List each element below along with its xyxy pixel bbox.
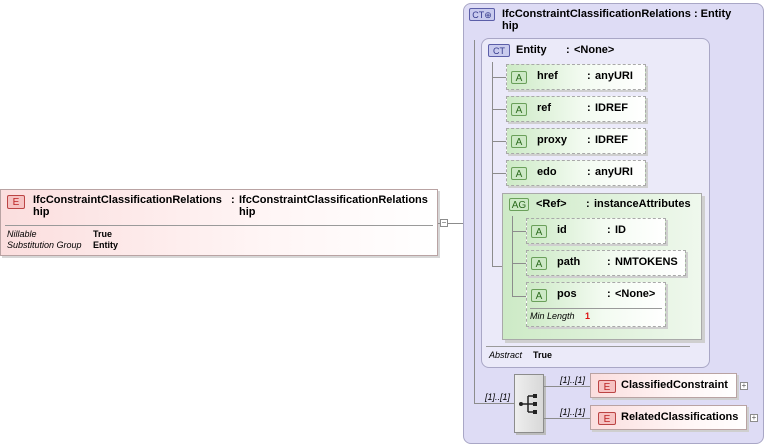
sequence-child-branch-2 bbox=[544, 418, 590, 419]
attribute-icon: A bbox=[511, 71, 527, 84]
child-cardinality: [1]..[1] bbox=[560, 375, 586, 385]
element-name: ClassifiedConstraint bbox=[621, 379, 728, 391]
nillable-label: Nillable bbox=[7, 229, 37, 239]
substitution-group-label: Substitution Group bbox=[7, 240, 82, 250]
substitution-group-value: Entity bbox=[93, 240, 119, 250]
attribute-id[interactable]: A id : ID bbox=[526, 218, 666, 244]
attributes-trunk-line bbox=[492, 62, 493, 266]
attribute-name: edo bbox=[537, 166, 557, 178]
entity-name: Entity bbox=[516, 44, 547, 56]
expand-expander-icon[interactable]: + bbox=[750, 413, 758, 422]
attribute-type: NMTOKENS bbox=[615, 256, 678, 268]
attribute-icon: A bbox=[511, 167, 527, 180]
element-divider bbox=[5, 225, 433, 226]
ag-trunk-line bbox=[512, 216, 513, 296]
attribute-icon: A bbox=[511, 135, 527, 148]
attribute-group-name: <Ref> bbox=[536, 198, 567, 210]
attribute-group-icon: AG bbox=[509, 198, 529, 211]
attribute-type: anyURI bbox=[595, 166, 633, 178]
abstract-label: Abstract bbox=[489, 350, 523, 360]
element-icon: E bbox=[7, 195, 25, 209]
sequence-branch bbox=[474, 403, 514, 404]
attribute-name: ref bbox=[537, 102, 552, 114]
element-icon: E bbox=[598, 380, 616, 393]
attribute-name: href bbox=[537, 70, 558, 82]
attribute-name: proxy bbox=[537, 134, 567, 146]
attribute-ref[interactable]: A ref : IDREF bbox=[506, 96, 646, 122]
id-branch bbox=[512, 231, 526, 232]
attribute-name: path bbox=[557, 256, 581, 268]
element-name: RelatedClassifications bbox=[621, 411, 739, 423]
abstract-value: True bbox=[533, 350, 553, 360]
entity-divider bbox=[486, 346, 690, 347]
ref-branch bbox=[492, 109, 506, 110]
element-related-classifications[interactable]: E RelatedClassifications bbox=[590, 405, 747, 430]
entity-complex-type-icon: CT bbox=[488, 44, 510, 57]
attribute-type: ID bbox=[615, 224, 626, 236]
attribute-type: anyURI bbox=[595, 70, 633, 82]
nillable-value: True bbox=[93, 229, 113, 239]
sequence-child-branch-1 bbox=[544, 386, 590, 387]
attribute-path[interactable]: A path : NMTOKENS bbox=[526, 250, 686, 276]
element-type: IfcConstraintClassificationRelations hip bbox=[239, 194, 428, 218]
attribute-icon: A bbox=[531, 225, 547, 238]
attribute-proxy[interactable]: A proxy : IDREF bbox=[506, 128, 646, 154]
element-icon: E bbox=[598, 412, 616, 425]
attribute-group-type: instanceAttributes bbox=[594, 198, 691, 210]
outer-trunk-line bbox=[474, 40, 475, 404]
element-box[interactable]: E IfcConstraintClassificationRelations h… bbox=[0, 189, 438, 256]
attribute-edo[interactable]: A edo : anyURI bbox=[506, 160, 646, 186]
sequence-compositor[interactable] bbox=[514, 374, 544, 433]
connector-line bbox=[438, 223, 475, 224]
proxy-branch bbox=[492, 141, 506, 142]
attribute-separator: : bbox=[607, 288, 611, 300]
attribute-separator: : bbox=[587, 134, 591, 146]
sequence-cardinality: [1]..[1] bbox=[485, 392, 511, 402]
complex-type-icon: CT⊕ bbox=[469, 8, 495, 21]
attribute-icon: A bbox=[531, 257, 547, 270]
child-cardinality: [1]..[1] bbox=[560, 407, 586, 417]
attribute-type: IDREF bbox=[595, 102, 628, 114]
expand-expander-icon[interactable]: + bbox=[740, 381, 748, 390]
attribute-separator: : bbox=[607, 224, 611, 236]
attribute-icon: A bbox=[511, 103, 527, 116]
entity-type: <None> bbox=[574, 44, 615, 56]
element-separator: : bbox=[231, 194, 235, 206]
element-name: IfcConstraintClassificationRelations hip bbox=[33, 194, 222, 218]
min-length-value: 1 bbox=[585, 311, 591, 321]
attribute-separator: : bbox=[607, 256, 611, 268]
href-branch bbox=[492, 77, 506, 78]
element-classified-constraint[interactable]: E ClassifiedConstraint bbox=[590, 373, 737, 398]
sequence-icon bbox=[519, 394, 537, 414]
attribute-name: id bbox=[557, 224, 567, 236]
attribute-separator: : bbox=[587, 102, 591, 114]
attribute-icon: A bbox=[531, 289, 547, 302]
attribute-pos[interactable]: A pos : <None> Min Length 1 bbox=[526, 282, 666, 327]
ag-branch bbox=[492, 266, 502, 267]
attribute-type: IDREF bbox=[595, 134, 628, 146]
attribute-type: <None> bbox=[615, 288, 656, 300]
attribute-separator: : bbox=[587, 70, 591, 82]
path-branch bbox=[512, 263, 526, 264]
entity-separator: : bbox=[566, 44, 570, 56]
attribute-name: pos bbox=[557, 288, 577, 300]
edo-branch bbox=[492, 173, 506, 174]
complex-type-name: IfcConstraintClassificationRelations : E… bbox=[502, 8, 732, 32]
pos-divider bbox=[530, 308, 662, 309]
attribute-href[interactable]: A href : anyURI bbox=[506, 64, 646, 90]
pos-branch bbox=[512, 296, 526, 297]
attribute-group-separator: : bbox=[586, 198, 590, 210]
min-length-label: Min Length bbox=[530, 311, 575, 321]
collapse-expander-icon[interactable]: − bbox=[440, 218, 448, 227]
attribute-separator: : bbox=[587, 166, 591, 178]
